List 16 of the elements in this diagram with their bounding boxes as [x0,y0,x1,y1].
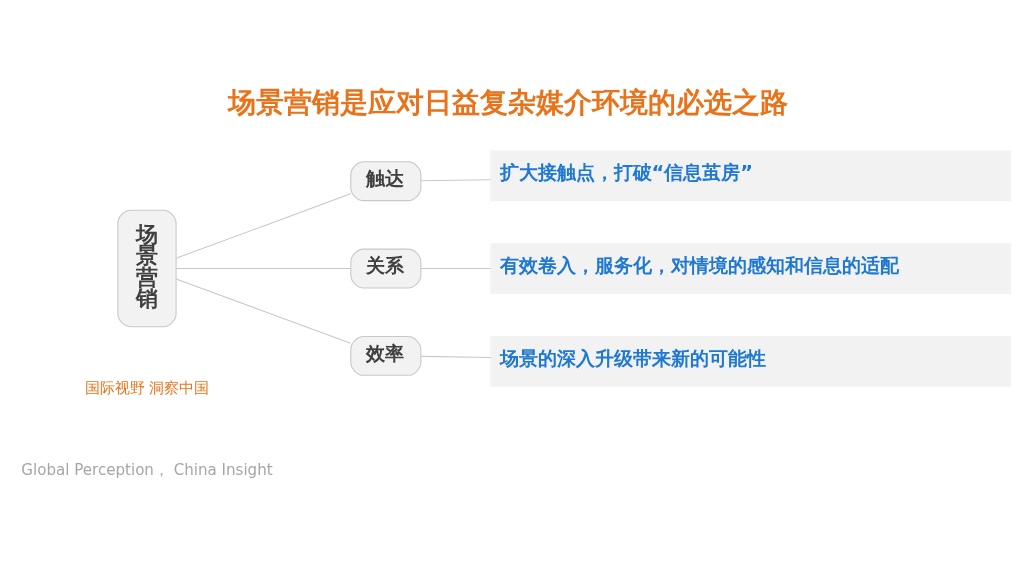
node-box: 触达 [350,160,422,201]
connector [175,277,352,344]
diagram-title: 场景营销是应对日益复杂媒介环境的必选之路 [228,85,789,119]
node-box: 场景的深入升级带来新的可能性 [490,335,1012,387]
node-box: 有效卷入，服务化，对情境的感知和信息的适配 [490,242,1012,294]
node-box: 效率 [350,335,422,376]
connector [420,178,492,181]
connector [420,355,492,358]
connector [175,192,352,259]
node-box: 场景营销 [117,209,177,327]
label: Global Perception， China Insight [21,460,273,479]
connector [175,267,352,269]
connector [420,267,492,269]
label: 国际视野 洞察中国 [84,378,210,397]
node-box: 扩大接触点，打破“信息茧房” [490,149,1012,201]
node-box: 关系 [350,248,422,288]
